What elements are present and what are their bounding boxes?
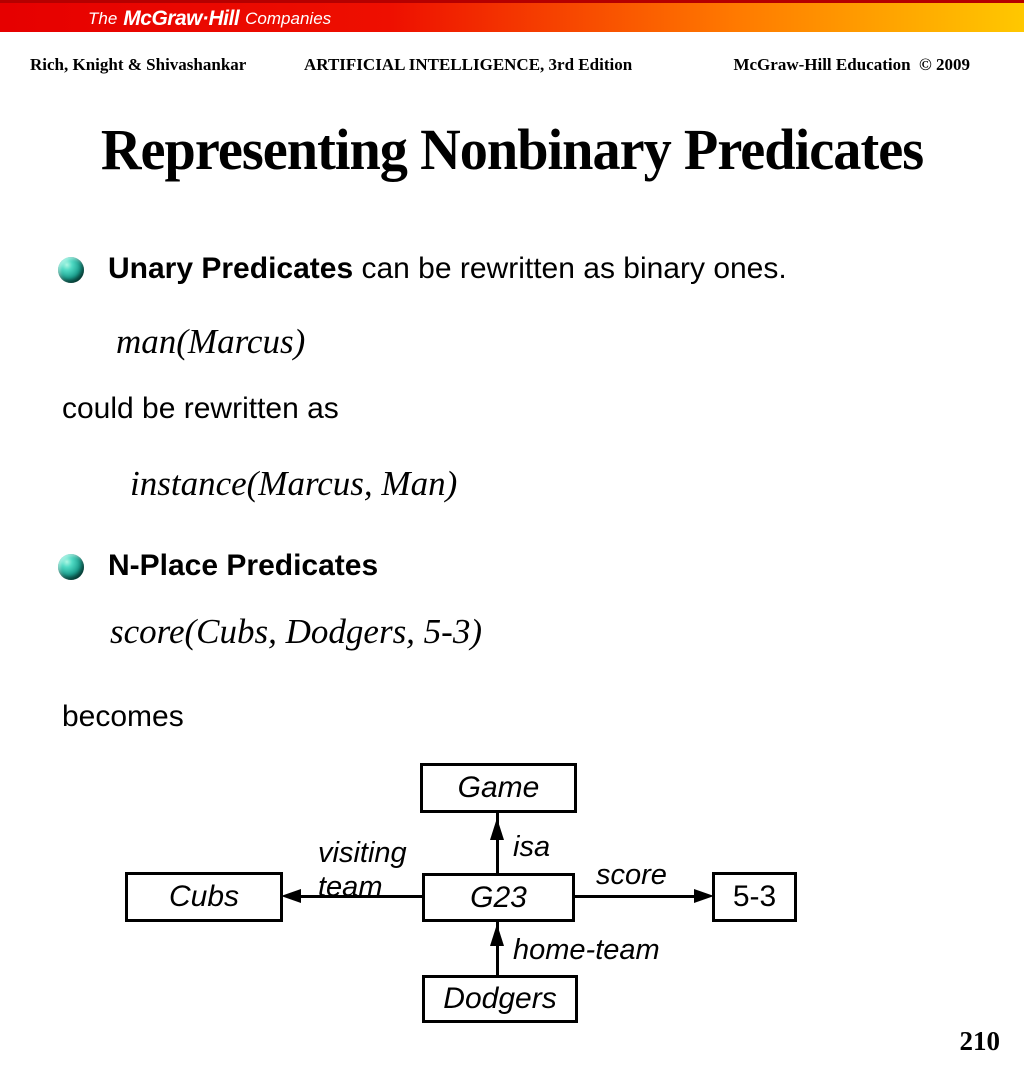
bullet-gem-icon [58, 554, 84, 580]
page-number: 210 [959, 1026, 1001, 1056]
edge-label-visiting-line1: visiting [318, 837, 407, 869]
bullet-unary-predicates: Unary Predicates can be rewritten as bin… [108, 252, 787, 286]
diagram-node-cubs: Cubs [125, 872, 283, 922]
edge-line-visiting-team [298, 895, 422, 898]
diagram-node-g23: G23 [422, 873, 575, 922]
diagram-node-score-value: 5-3 [712, 872, 797, 922]
edge-label-home-team: home-team [513, 934, 660, 966]
edge-line-isa [496, 813, 499, 873]
bullet1-bold-text: Unary Predicates [108, 252, 354, 285]
diagram-node-dodgers: Dodgers [422, 975, 578, 1023]
edge-label-isa: isa [513, 831, 551, 863]
edge-label-visiting-line2: team [318, 871, 383, 903]
arrowhead-left-icon [281, 889, 301, 903]
formula-man-marcus: man(Marcus) [116, 322, 306, 361]
mcgraw-hill-logo: The McGraw·Hill Companies [88, 6, 331, 32]
edge-label-score: score [596, 859, 667, 891]
edge-label-visiting-team: visiting team [318, 836, 407, 904]
logo-companies: Companies [245, 9, 332, 28]
bullet1-rest-text: can be rewritten as binary ones. [353, 252, 787, 285]
formula-score-cubs-dodgers: score(Cubs, Dodgers, 5-3) [110, 612, 482, 651]
text-could-be-rewritten: could be rewritten as [62, 392, 339, 425]
brand-gradient-bar: The McGraw·Hill Companies [0, 0, 1024, 32]
text-becomes: becomes [62, 700, 184, 733]
edge-line-score [575, 895, 695, 898]
header-publisher-copyright: McGraw-Hill Education © 2009 [733, 55, 970, 74]
edge-line-home-team [496, 922, 499, 975]
arrowhead-right-icon [694, 889, 714, 903]
header-book-title: ARTIFICIAL INTELLIGENCE, 3rd Edition [304, 55, 633, 74]
diagram-node-game: Game [420, 763, 577, 813]
logo-the: The [88, 9, 118, 28]
header-authors: Rich, Knight & Shivashankar [30, 55, 247, 74]
bullet-n-place-predicates: N-Place Predicates [108, 549, 379, 582]
slide-title: Representing Nonbinary Predicates [100, 117, 924, 182]
logo-brand: McGraw·Hill [123, 7, 240, 30]
bullet-gem-icon [58, 257, 84, 283]
arrowhead-up-icon [490, 818, 504, 840]
arrowhead-up-icon [490, 924, 504, 946]
formula-instance-marcus-man: instance(Marcus, Man) [130, 464, 458, 503]
